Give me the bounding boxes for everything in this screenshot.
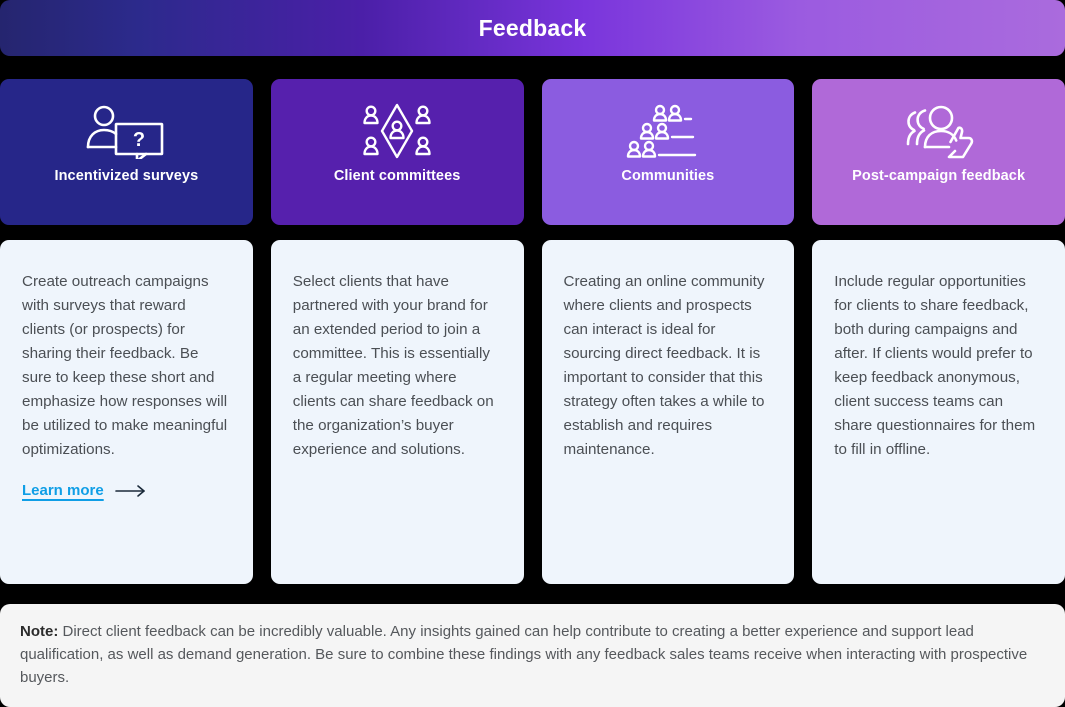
arrow-right-icon[interactable]: [114, 484, 148, 498]
card-header-post-campaign-feedback[interactable]: Post-campaign feedback: [812, 79, 1065, 225]
card-header-incentivized-surveys[interactable]: ? Incentivized surveys: [0, 79, 253, 225]
learn-more-link[interactable]: Learn more: [22, 482, 104, 499]
people-rows-community-icon: [623, 103, 713, 159]
header-banner: Feedback: [0, 0, 1065, 56]
column-communities: Communities Creating an online community…: [541, 79, 795, 584]
note-box: Note: Direct client feedback can be incr…: [0, 604, 1065, 707]
columns-container: ? Incentivized surveys Create outreach c…: [0, 79, 1065, 584]
people-thumbs-up-icon: [893, 103, 985, 159]
svg-text:?: ?: [133, 129, 145, 151]
card-header-client-committees[interactable]: Client committees: [270, 79, 524, 225]
column-client-committees: Client committees Select clients that ha…: [270, 79, 524, 584]
page-title: Feedback: [478, 14, 587, 41]
card-body-communities: Creating an online community where clien…: [541, 240, 795, 584]
card-title: Client committees: [333, 168, 461, 184]
card-body-text: Include regular opportunities for client…: [834, 273, 1040, 458]
note-label: Note:: [20, 623, 59, 640]
card-title: Incentivized surveys: [54, 168, 199, 184]
people-diamond-network-icon: [357, 103, 437, 159]
column-incentivized-surveys: ? Incentivized surveys Create outreach c…: [0, 79, 253, 584]
card-title: Communities: [621, 168, 715, 184]
person-question-bubble-icon: ?: [80, 103, 172, 159]
card-title: Post-campaign feedback: [852, 168, 1026, 184]
card-body-client-committees: Select clients that have partnered with …: [270, 240, 524, 584]
card-body-incentivized-surveys: Create outreach campaigns with surveys t…: [0, 240, 253, 584]
note-body: Direct client feedback can be incredibly…: [20, 623, 1028, 686]
card-header-communities[interactable]: Communities: [541, 79, 795, 225]
card-body-text: Create outreach campaigns with surveys t…: [22, 273, 232, 458]
note-text: Note: Direct client feedback can be incr…: [20, 620, 1045, 689]
card-body-text: Creating an online community where clien…: [563, 273, 769, 458]
column-post-campaign-feedback: Post-campaign feedback Include regular o…: [812, 79, 1065, 584]
card-body-text: Select clients that have partnered with …: [292, 273, 498, 458]
learn-more-row: Learn more: [22, 482, 231, 499]
card-body-post-campaign-feedback: Include regular opportunities for client…: [812, 240, 1065, 584]
